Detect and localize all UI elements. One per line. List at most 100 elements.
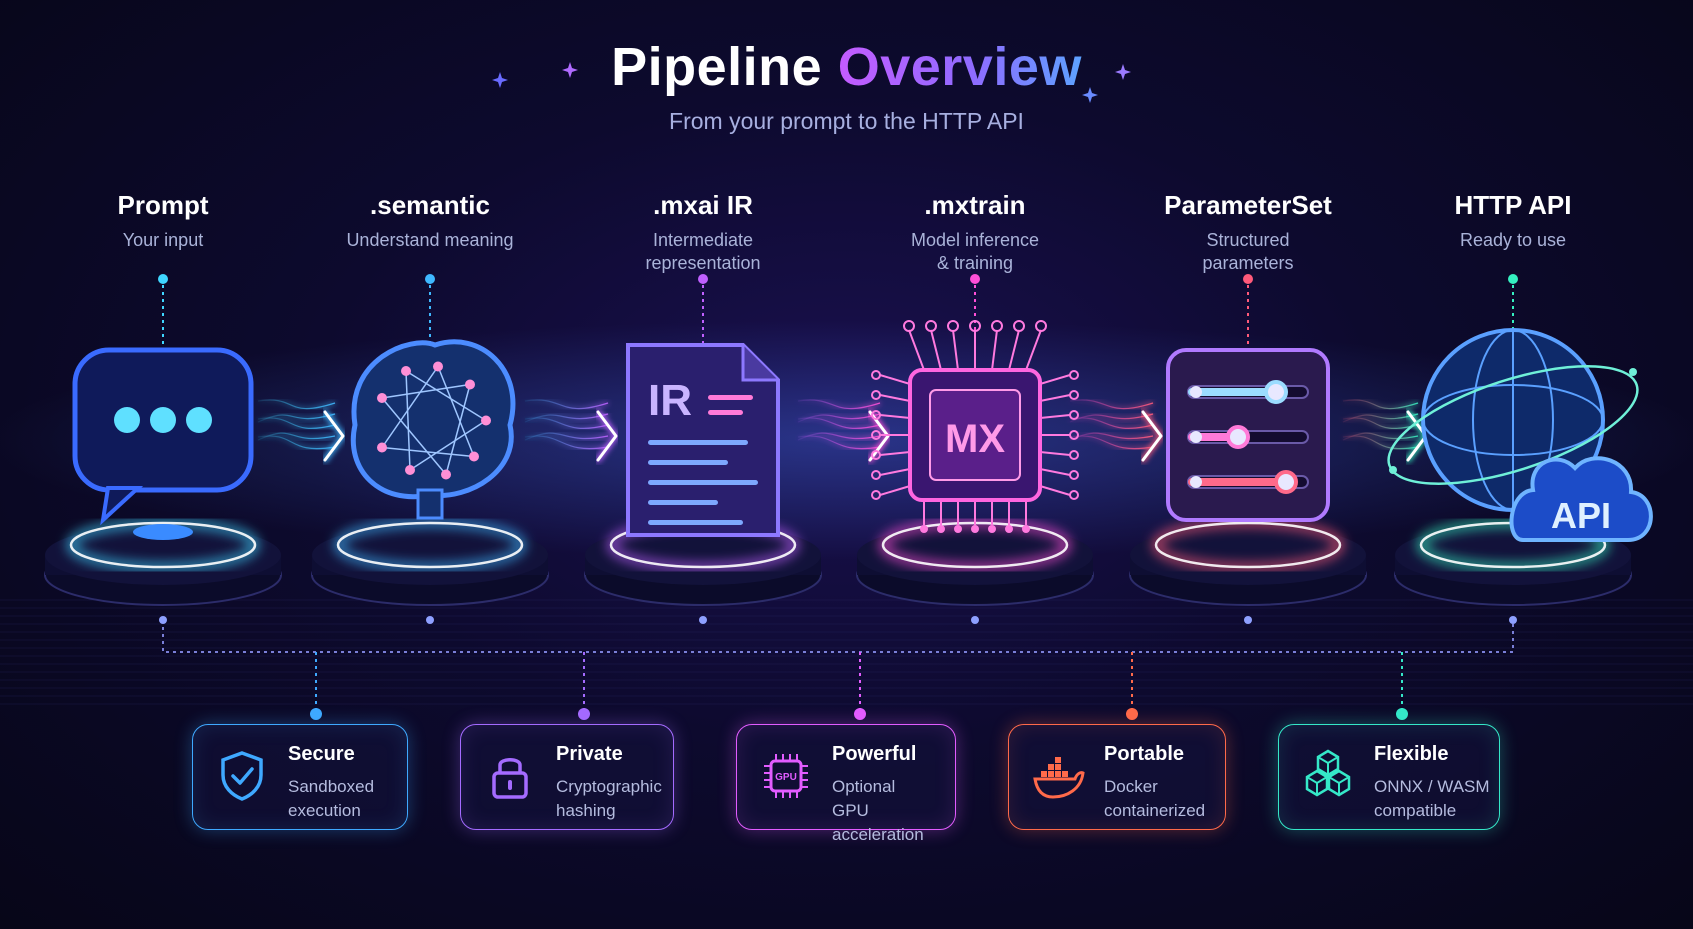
connector-dot [1508, 274, 1518, 284]
chip-pin-end [937, 525, 945, 533]
chip-pin [879, 374, 911, 385]
document-fold [741, 345, 778, 382]
connector-dot [425, 274, 435, 284]
chip-pin-end [1069, 490, 1079, 500]
chip-pin-end [1069, 410, 1079, 420]
pedestal-top [857, 525, 1093, 585]
data-stream [257, 435, 336, 450]
data-stream [1069, 417, 1154, 429]
data-stream [1069, 399, 1154, 410]
chip-pin [952, 329, 959, 371]
feature-description-line: GPU acceleration [832, 801, 924, 844]
chip-pin-end [954, 525, 962, 533]
padlock-icon [492, 758, 528, 799]
chip-pin-end [947, 320, 959, 332]
shield-check-icon [221, 751, 263, 801]
brain-node [481, 415, 491, 426]
feature-connector-dot [1126, 708, 1138, 720]
data-stream [797, 399, 881, 410]
chip-pin [879, 394, 911, 402]
pedestal-top [1130, 525, 1366, 585]
chip-pin-end [871, 450, 881, 460]
chip-pin-end [971, 525, 979, 533]
feature-title: Secure [288, 743, 355, 765]
feature-description-line: containerized [1104, 801, 1206, 820]
data-stream [524, 399, 609, 410]
orbit-dot [1389, 466, 1397, 474]
brain-node [433, 361, 443, 372]
feature-description-line: hashing [556, 801, 616, 820]
chip-pin-end [1035, 320, 1047, 332]
chip-pin-end [871, 490, 881, 500]
bus-dot [1244, 616, 1252, 624]
bottom-bus-line [162, 620, 1514, 653]
stage-2-graphic: IR [584, 274, 822, 606]
document-text-line [648, 520, 743, 525]
chip-pin-end [871, 470, 881, 480]
feature-connector-dot [1396, 708, 1408, 720]
sparkle-icon [562, 62, 578, 78]
brain-link [405, 370, 411, 471]
stage-name: Prompt [117, 190, 209, 220]
pedestal-ring [336, 521, 524, 569]
feature-description-line: ONNX / WASM [1374, 777, 1490, 796]
chat-dot [150, 407, 176, 433]
chip-pin [1039, 468, 1071, 476]
stage-description-line: parameters [1202, 253, 1294, 273]
feature-description-line: Docker [1104, 777, 1158, 796]
bus-dot [699, 616, 707, 624]
chip-pin-end [920, 525, 928, 533]
chip-pin-end [1022, 525, 1030, 533]
flow-arrow-icon [1141, 410, 1163, 462]
stage-5-graphic: API [1387, 274, 1653, 606]
brain-link [381, 397, 447, 475]
brain-stem [416, 488, 444, 520]
feature-title: Private [556, 743, 623, 765]
chip-pin-end [1069, 470, 1079, 480]
connector-dot [698, 274, 708, 284]
pedestal-top [585, 525, 821, 585]
gpu-chip-icon: GPU [764, 754, 808, 798]
document-text-line [708, 410, 743, 415]
orbit-dot [1629, 368, 1637, 376]
data-stream [1342, 417, 1419, 429]
brain-link [409, 419, 487, 471]
chip-pin-end [871, 410, 881, 420]
chip-core [929, 389, 1021, 481]
chip-pin-end [903, 320, 915, 332]
bus-dot [1509, 616, 1517, 624]
chip-pin-end [1069, 370, 1079, 380]
cubes-icon [1305, 749, 1351, 797]
stage-description: Ready to use [1383, 229, 1643, 252]
slider-dot [1190, 386, 1202, 398]
data-stream [1342, 435, 1419, 450]
brain-link [405, 370, 487, 422]
stage-3-graphic: MX [856, 274, 1094, 606]
feature-title: Flexible [1374, 743, 1449, 765]
feature-description-line: compatible [1374, 801, 1457, 820]
chip-pin [1039, 374, 1071, 385]
chat-bubble-tail [100, 486, 144, 526]
feature-description-line: Sandboxed [288, 777, 375, 796]
data-stream [797, 417, 881, 429]
brain-node [465, 379, 475, 390]
svg-text:GPU: GPU [775, 772, 797, 783]
data-stream [524, 417, 609, 429]
chip-pin-end [1069, 390, 1079, 400]
chip-pin-end [988, 525, 996, 533]
data-stream [1069, 435, 1154, 450]
brain-link [437, 366, 475, 457]
slider-fill [1188, 478, 1286, 486]
flow-arrow-icon [323, 410, 345, 462]
connector-dot [970, 274, 980, 284]
chip-pin-end [871, 370, 881, 380]
